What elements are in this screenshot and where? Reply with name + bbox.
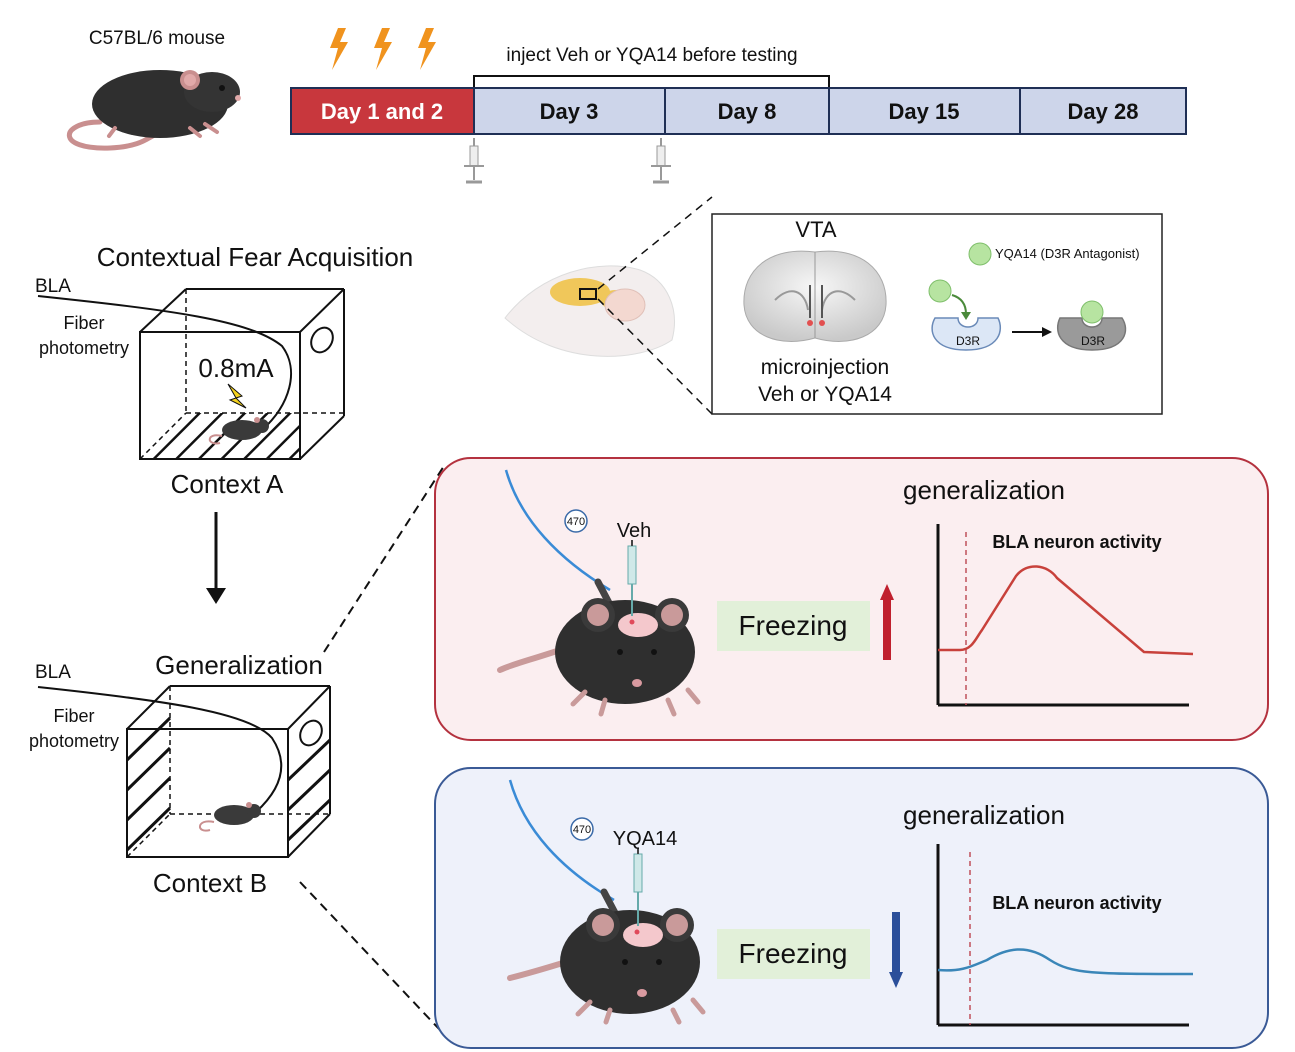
- panel-yqa14-treatment: YQA14: [613, 828, 677, 850]
- vta-title: VTA: [795, 217, 836, 242]
- mouse-illustration-top: [66, 70, 241, 151]
- panel-veh-treatment: Veh: [617, 520, 651, 542]
- fiber-label-b-line1: Fiber: [53, 706, 94, 726]
- inject-label: inject Veh or YQA14 before testing: [506, 45, 797, 66]
- antagonist-legend-label: YQA14 (D3R Antagonist): [995, 246, 1140, 261]
- antagonist-legend-icon: [968, 242, 992, 266]
- shock-label: 0.8mA: [198, 353, 274, 383]
- bla-activity-chart-yqa14: [936, 844, 1194, 1027]
- bound-antagonist-icon: [1080, 300, 1104, 324]
- chart-yqa14-title: BLA neuron activity: [992, 893, 1161, 913]
- fiber-cable-b: [37, 686, 283, 813]
- fiber-label-a-line1: Fiber: [63, 313, 104, 333]
- binding-arrow-icon: [951, 294, 967, 315]
- inject-bracket: [473, 75, 830, 88]
- mouse-strain-label: C57BL/6 mouse: [89, 28, 225, 49]
- bla-label-b: BLA: [35, 662, 71, 683]
- d3r-label: D3R: [956, 334, 980, 348]
- syringe-icon: [651, 138, 671, 184]
- method-line1: microinjection: [761, 356, 889, 379]
- timeline-day-15: Day 15: [889, 99, 960, 124]
- freezing-badge-yqa14: [717, 929, 870, 979]
- d3r-bound-label: D3R: [1081, 334, 1105, 348]
- flow-arrow-down: [206, 512, 226, 604]
- method-line2: Veh or YQA14: [758, 383, 892, 406]
- trend-up-arrow-icon: [880, 584, 894, 660]
- rat-head-illustration: [504, 265, 675, 357]
- shock-bolt-icon: [227, 383, 247, 409]
- d3r-bound-icon: [1056, 317, 1127, 351]
- small-mouse-b: [199, 802, 261, 832]
- needle-veh-icon: [627, 540, 637, 616]
- small-mouse-a: [208, 417, 269, 445]
- timeline-day-28: Day 28: [1068, 99, 1139, 124]
- timeline-day-8: Day 8: [718, 99, 777, 124]
- trend-down-arrow-icon: [889, 912, 903, 988]
- fiber-label-b-line2: photometry: [29, 731, 119, 751]
- panel-yqa14-wavelength: 470: [573, 824, 591, 836]
- brain-section-icon: [743, 250, 887, 342]
- chart-activity-trace: [938, 565, 1194, 656]
- freezing-label-veh: Freezing: [739, 610, 848, 641]
- context-a-label: Context A: [171, 469, 284, 499]
- freezing-label-yqa14: Freezing: [739, 938, 848, 969]
- panel-veh: [434, 457, 1269, 741]
- chart-activity-trace: [937, 948, 1194, 976]
- lightning-bolts: [330, 28, 436, 70]
- acquisition-title: Contextual Fear Acquisition: [97, 242, 414, 272]
- zoom-line-bottom: [299, 881, 441, 1031]
- timeline-day-3: Day 3: [540, 99, 599, 124]
- freezing-badge-veh: [717, 601, 870, 651]
- panel-veh-heading: generalization: [903, 475, 1065, 505]
- panel-yqa14-heading: generalization: [903, 800, 1065, 830]
- inset-zoom-line-top: [597, 196, 713, 290]
- panel-veh-wavelength: 470: [567, 516, 585, 528]
- syringe-icon: [464, 138, 484, 184]
- timeline: Day 1 and 2 Day 3 Day 8 Day 15 Day 28: [290, 87, 1187, 135]
- needle-yqa14-icon: [633, 848, 643, 926]
- chart-veh-title: BLA neuron activity: [992, 532, 1161, 552]
- context-b-box: [125, 685, 332, 858]
- d3r-receptor-icon: [931, 317, 1002, 351]
- timeline-day-1-2: Day 1 and 2: [321, 99, 443, 124]
- antagonist-molecule-icon: [928, 279, 952, 303]
- bla-label-a: BLA: [35, 276, 71, 297]
- zoom-line-top: [323, 465, 445, 653]
- fiber-label-a-line2: photometry: [39, 338, 129, 358]
- fiber-cable-a: [37, 295, 293, 431]
- reaction-arrow-icon: [1012, 327, 1052, 337]
- mouse-veh-illustration: [497, 469, 701, 717]
- context-b-label: Context B: [153, 868, 267, 898]
- bla-activity-chart-veh: [936, 524, 1194, 707]
- generalization-title: Generalization: [155, 650, 323, 680]
- mouse-yqa14-illustration: [507, 779, 706, 1025]
